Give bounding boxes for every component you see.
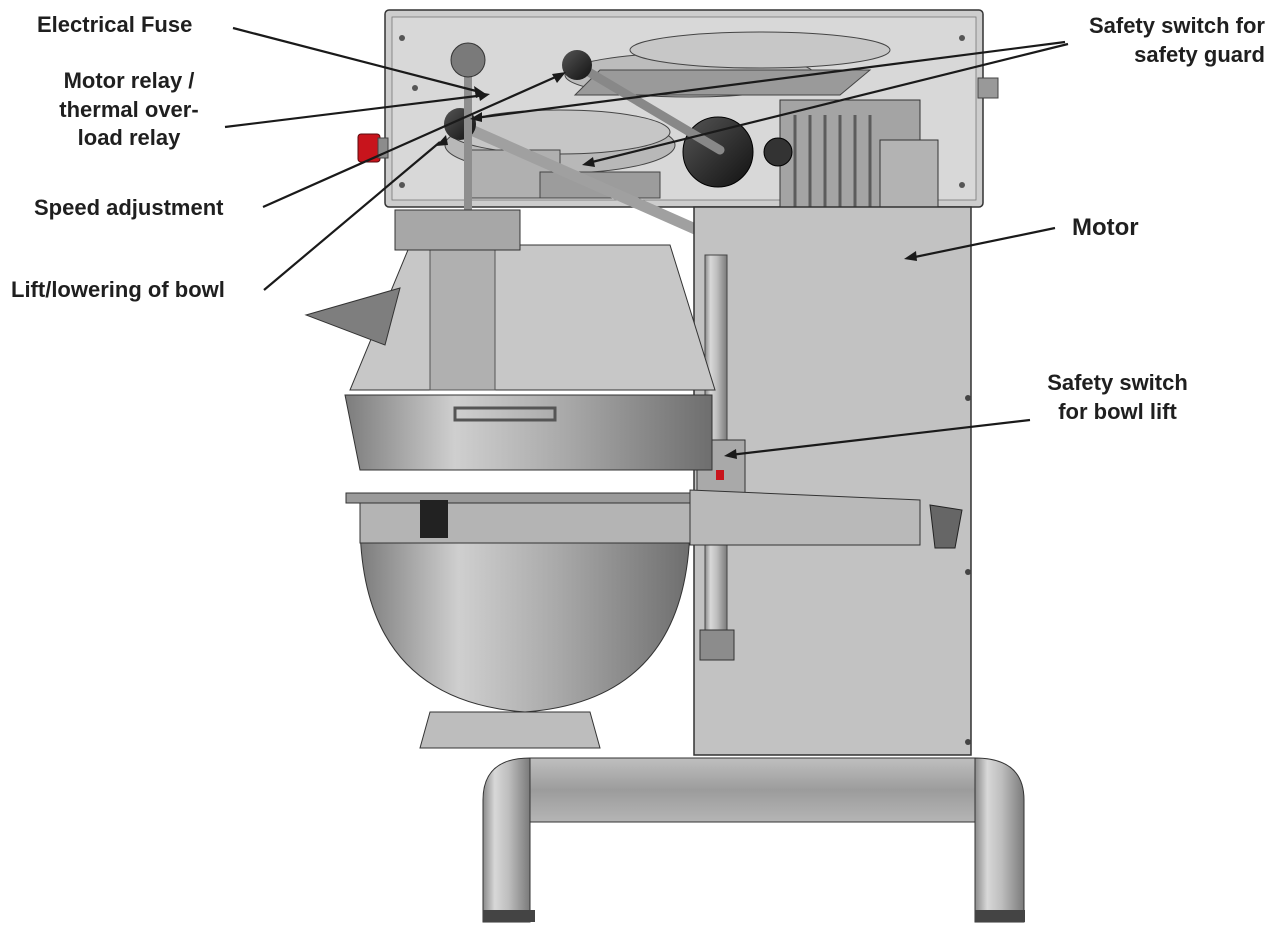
mixing-bowl [344, 394, 713, 749]
column-body [693, 206, 972, 756]
bowl-arm [689, 489, 963, 549]
leader-lift-lowering [263, 141, 441, 291]
leader-motor-relay [224, 93, 486, 129]
leader-arrowheads [436, 72, 917, 459]
label-lift-lowering: Lift/lowering of bowl [11, 277, 225, 302]
leader-lines [224, 26, 1069, 457]
leader-motor [909, 226, 1056, 260]
indicator-lamp [357, 133, 389, 163]
label-motor: Motor [1072, 214, 1139, 241]
leader-safety-guard-2 [587, 42, 1069, 165]
label-electrical-fuse: Electrical Fuse [37, 12, 193, 37]
label-safety-switch-bowl: Safety switch for bowl lift [1047, 370, 1188, 424]
leader-safety-guard-1 [474, 40, 1066, 120]
label-speed-adjustment: Speed adjustment [34, 195, 224, 220]
leader-bowl-lift [729, 418, 1031, 457]
base-frame [482, 757, 1025, 923]
leader-speed-adjustment [262, 73, 561, 209]
safety-guard-cone [304, 209, 716, 391]
leader-electrical-fuse [232, 26, 481, 94]
label-motor-relay: Motor relay / thermal over- load relay [59, 68, 199, 151]
label-safety-switch-guard: Safety switch for safety guard [1088, 13, 1265, 67]
